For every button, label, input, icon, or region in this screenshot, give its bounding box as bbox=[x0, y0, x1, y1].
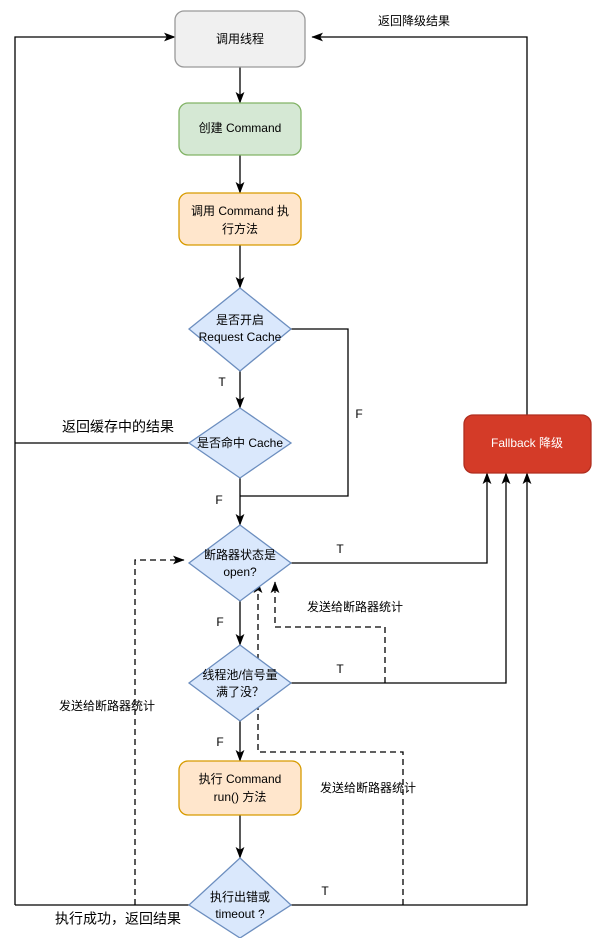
edge-left-rail-to-caller bbox=[14, 32, 176, 905]
node-error-timeout-label-line2: timeout ? bbox=[215, 907, 265, 921]
node-circuit-breaker-label-line1: 断路器状态是 bbox=[204, 547, 276, 562]
node-invoke-command[interactable]: 调用 Command 执 行方法 bbox=[178, 192, 302, 246]
label-return-cached-result: 返回缓存中的结果 bbox=[62, 419, 174, 435]
node-invoke-command-label-line1: 调用 Command 执 bbox=[191, 204, 289, 218]
edge-stats-bottom-to-breaker bbox=[134, 555, 185, 905]
node-run-command[interactable]: 执行 Command run() 方法 bbox=[178, 760, 302, 816]
node-threadpool-decision[interactable]: 线程池/信号量 满了没？ bbox=[187, 644, 293, 722]
node-fallback-label: Fallback 降级 bbox=[491, 436, 563, 450]
node-threadpool-label-line1: 线程池/信号量 bbox=[202, 667, 277, 682]
edge-stats-error-to-breaker bbox=[253, 581, 404, 905]
node-circuit-breaker-decision[interactable]: 断路器状态是 open? bbox=[187, 524, 293, 602]
node-circuit-breaker-label-line2: open? bbox=[223, 565, 257, 579]
edge-reqcache-false-bypass bbox=[240, 328, 349, 497]
label-success-return-result: 执行成功，返回结果 bbox=[55, 911, 181, 927]
node-hit-cache-label: 是否命中 Cache bbox=[197, 435, 283, 450]
flag-pool-true: T bbox=[336, 662, 344, 676]
flag-reqcache-false: F bbox=[355, 407, 362, 421]
flag-reqcache-true: T bbox=[218, 375, 226, 389]
node-threadpool-label-line2: 满了没？ bbox=[216, 684, 264, 699]
node-run-command-label-line1: 执行 Command bbox=[199, 772, 282, 786]
node-create-command-label: 创建 Command bbox=[199, 121, 282, 135]
node-error-timeout-label-line1: 执行出错或 bbox=[210, 890, 270, 904]
edge-labels: 返回降级结果 返回缓存中的结果 执行成功，返回结果 发送给断路器统计 发送给断路… bbox=[55, 14, 450, 927]
edges-solid bbox=[14, 32, 532, 906]
flag-error-true: T bbox=[321, 884, 329, 898]
edge-error-true-to-fallback bbox=[291, 472, 532, 906]
label-send-stats-breaker-2: 发送给断路器统计 bbox=[59, 698, 155, 713]
branch-flags: T F F T F T F T bbox=[215, 375, 362, 898]
label-send-stats-breaker-3: 发送给断路器统计 bbox=[320, 780, 416, 795]
node-caller[interactable]: 调用线程 bbox=[174, 10, 306, 68]
node-fallback[interactable]: Fallback 降级 bbox=[463, 414, 592, 474]
flag-hitcache-false: F bbox=[215, 493, 222, 507]
label-return-fallback-result: 返回降级结果 bbox=[378, 14, 450, 28]
node-request-cache-label-line2: Request Cache bbox=[199, 330, 282, 344]
edge-stats-pool-to-breaker bbox=[270, 581, 386, 683]
node-error-timeout-decision[interactable]: 执行出错或 timeout ? bbox=[187, 857, 293, 938]
node-create-command[interactable]: 创建 Command bbox=[178, 102, 302, 156]
edge-pool-true-to-fallback bbox=[291, 472, 511, 684]
node-invoke-command-label-line2: 行方法 bbox=[222, 221, 258, 236]
node-hit-cache-decision[interactable]: 是否命中 Cache bbox=[187, 407, 293, 479]
edge-fallback-return-to-caller bbox=[311, 32, 528, 415]
node-run-command-label-line2: run() 方法 bbox=[214, 789, 267, 804]
node-caller-label: 调用线程 bbox=[216, 31, 264, 46]
flag-breaker-true: T bbox=[336, 542, 344, 556]
node-request-cache-label-line1: 是否开启 bbox=[216, 313, 264, 327]
label-send-stats-breaker-1: 发送给断路器统计 bbox=[307, 599, 403, 614]
node-request-cache-decision[interactable]: 是否开启 Request Cache bbox=[187, 287, 293, 372]
edge-breaker-true-to-fallback bbox=[291, 472, 492, 564]
flag-breaker-false: F bbox=[216, 615, 223, 629]
flag-pool-false: F bbox=[216, 735, 223, 749]
